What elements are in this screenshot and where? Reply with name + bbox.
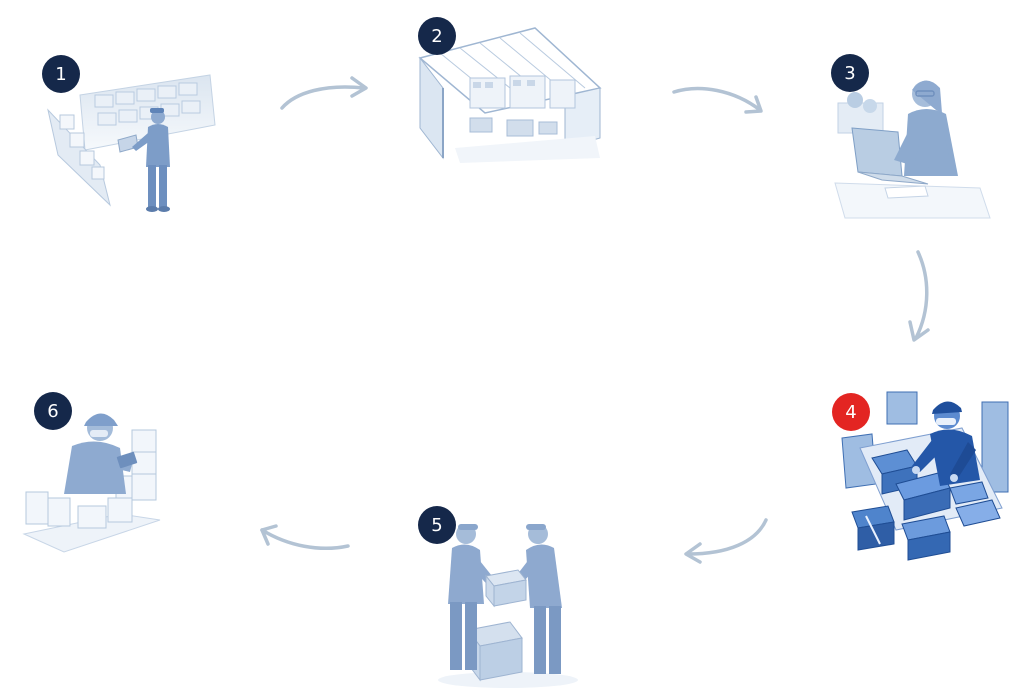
arrow-step5-to-step6-icon bbox=[260, 524, 350, 550]
step-1-badge: 1 bbox=[42, 55, 80, 93]
step-2-badge: 2 bbox=[418, 17, 456, 55]
warehouse-building-illustration bbox=[418, 27, 602, 163]
arrow-step3-to-step4-icon bbox=[908, 250, 930, 342]
step-6-badge: 6 bbox=[34, 392, 72, 430]
worker-packing-boxes-illustration bbox=[841, 391, 1009, 561]
arrow-step4-to-step5-icon bbox=[684, 518, 768, 564]
step-3-badge: 3 bbox=[831, 54, 869, 92]
step-4-badge: 4 bbox=[832, 393, 870, 431]
arrow-step2-to-step3-icon bbox=[672, 86, 763, 114]
workers-handing-box-illustration bbox=[438, 524, 578, 688]
warehouse-worker-illustration bbox=[47, 74, 216, 212]
arrow-step1-to-step2-icon bbox=[280, 76, 368, 110]
worker-with-tablet-illustration bbox=[22, 413, 161, 553]
step-5-badge: 5 bbox=[418, 506, 456, 544]
woman-at-laptop-illustration bbox=[834, 80, 991, 219]
